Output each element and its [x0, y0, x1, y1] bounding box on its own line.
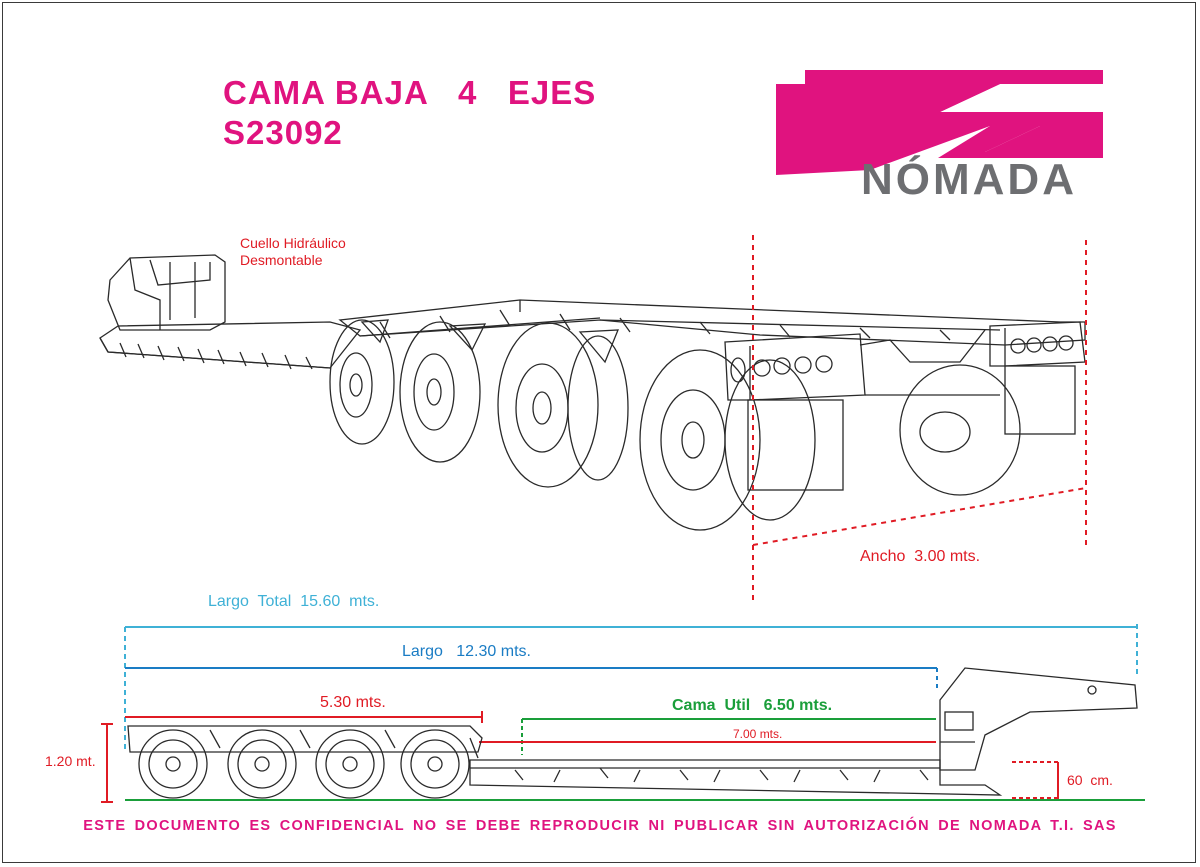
- side-gooseneck: [939, 667, 1138, 771]
- model-code: S23092: [223, 114, 343, 151]
- side-wheel-1: [138, 729, 208, 799]
- front-deck: [99, 321, 362, 370]
- side-wheel-3: [315, 729, 385, 799]
- neck-label: Cuello Hidráulico Desmontable: [240, 235, 346, 268]
- rear-light-panel-right: [989, 321, 1086, 367]
- width-dimension-line: [752, 487, 1087, 546]
- total-length-label: Largo Total 15.60 mts.: [208, 593, 380, 610]
- length-label: Largo 12.30 mts.: [402, 643, 531, 660]
- width-label: Ancho 3.00 mts.: [860, 548, 981, 565]
- logo-wordmark: NÓMADA: [861, 154, 1077, 204]
- document-title: CAMA BAJA 4 EJES: [223, 74, 597, 111]
- confidentiality-notice: ESTE DOCUMENTO ES CONFIDENCIAL NO SE DEB…: [83, 818, 1117, 834]
- usable-bed-label: Cama Util 6.50 mts.: [672, 697, 833, 714]
- height-label: 1.20 mt.: [45, 753, 96, 769]
- side-wheel-2: [227, 729, 297, 799]
- rear-wheel-right: [899, 364, 1021, 496]
- side-bed: [469, 737, 1003, 796]
- trailer-neck: [107, 254, 226, 331]
- wheel-axle-3: [497, 322, 629, 488]
- bed-section-label: 7.00 mts.: [733, 727, 783, 741]
- rear-bumper: [747, 329, 1076, 491]
- rear-light-panel-left: [724, 333, 866, 401]
- logo-stripe-bottom-left: [776, 126, 990, 175]
- wheel-axle-1: [329, 319, 395, 445]
- wheel-axle-2: [399, 321, 487, 463]
- side-frame: [127, 725, 483, 753]
- section-length-label: 5.30 mts.: [320, 694, 386, 711]
- deck-height-label: 60 cm.: [1067, 772, 1113, 788]
- logo-stripe-bottom-right: [985, 126, 1103, 152]
- side-wheel-4: [400, 729, 470, 799]
- logo-stripe-middle: [776, 84, 1103, 158]
- wheel-axle-4: [639, 349, 816, 531]
